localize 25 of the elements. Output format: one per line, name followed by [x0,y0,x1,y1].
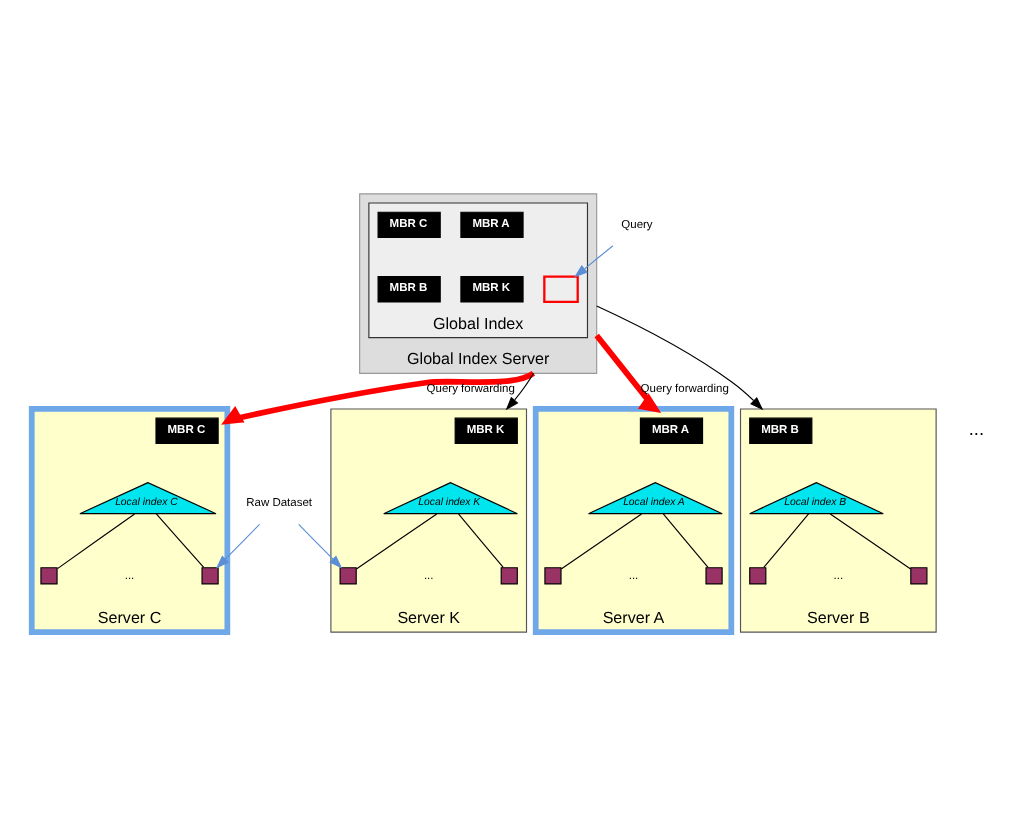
node-box [705,566,723,584]
connector [829,512,912,569]
arrow [298,522,343,568]
connector [56,512,136,569]
node-box [910,566,928,584]
arrow [505,371,534,410]
connector [560,512,643,569]
node-box [749,566,767,584]
label: ... [968,418,985,439]
node-box [544,566,562,584]
connector [155,512,205,568]
connector [457,512,504,568]
node-box [40,566,58,584]
node-box [500,566,518,584]
arrow [215,522,261,568]
arrow [594,332,662,412]
arrow [221,369,535,424]
arrow [596,304,764,410]
node-box [201,566,219,584]
connector [763,512,810,568]
connector [662,512,709,568]
arrow [574,244,614,277]
connector [355,512,438,569]
node-box [543,274,579,303]
node-box [339,566,357,584]
